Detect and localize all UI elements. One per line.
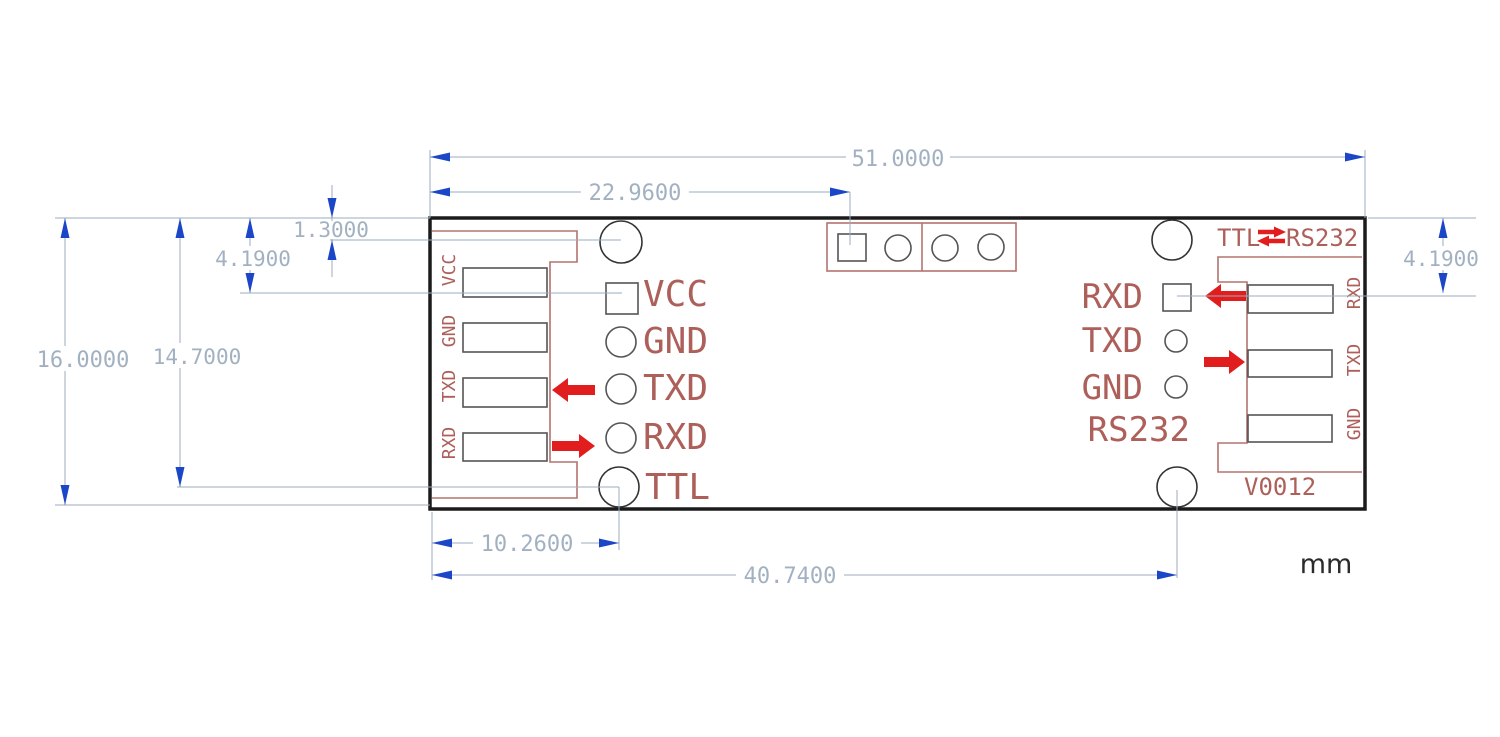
unit-label: mm bbox=[1300, 549, 1353, 580]
dimension-arrowheads bbox=[60, 152, 1448, 580]
pin-label-rxd: RXD bbox=[643, 417, 708, 458]
pin-label-rxd-right: RXD bbox=[1082, 277, 1143, 317]
signal-arrow-txd-left-icon bbox=[552, 378, 595, 402]
top-connector-pad-1-square bbox=[837, 233, 867, 262]
dim-hole-vertical-span-value: 14.7000 bbox=[153, 345, 242, 369]
signal-arrow-txd-out-icon bbox=[1204, 350, 1245, 374]
direction-label-ttl: TTL bbox=[1217, 224, 1260, 252]
extension-lines bbox=[55, 150, 1476, 580]
port-label-ttl: TTL bbox=[645, 467, 710, 508]
left-header-pad-4 bbox=[462, 432, 548, 462]
left-edge-pin-label-gnd: GND bbox=[439, 315, 460, 348]
top-connector-pad-2 bbox=[884, 234, 912, 262]
version-label: V0012 bbox=[1244, 473, 1316, 501]
dim-left-pad-row-offset-value: 4.1900 bbox=[215, 247, 291, 271]
right-header-pad-1 bbox=[1247, 284, 1334, 314]
top-connector-pad-4 bbox=[977, 233, 1005, 261]
dim-hole-top-inset-value: 1.3000 bbox=[293, 218, 369, 242]
left-header-pad-1 bbox=[462, 267, 548, 298]
direction-arrow-left-icon bbox=[1257, 235, 1285, 247]
right-edge-pin-label-txd: TXD bbox=[1344, 344, 1365, 377]
dim-hole-left-offset-value: 10.2600 bbox=[481, 532, 574, 557]
right-edge-pin-label-gnd: GND bbox=[1344, 408, 1365, 441]
right-header-silkscreen bbox=[1217, 256, 1362, 473]
pin-label-txd: TXD bbox=[643, 368, 708, 409]
pin-label-txd-right: TXD bbox=[1082, 321, 1143, 361]
gnd-pin-circle bbox=[605, 326, 637, 358]
left-edge-pin-label-txd: TXD bbox=[439, 370, 460, 403]
left-edge-pin-label-vcc: VCC bbox=[439, 254, 460, 287]
right-header-pad-2 bbox=[1247, 349, 1333, 378]
left-header-pad-3 bbox=[462, 377, 548, 408]
rxd-pin-circle bbox=[605, 422, 637, 454]
left-header-pad-2 bbox=[462, 322, 548, 353]
mounting-hole-top-left bbox=[599, 220, 643, 264]
direction-label-rs232: RS232 bbox=[1286, 224, 1358, 252]
pin-label-vcc: VCC bbox=[643, 274, 708, 315]
dim-board-width-value: 51.0000 bbox=[852, 147, 945, 172]
signal-arrow-rxd-right-icon bbox=[552, 434, 595, 458]
pin-label-gnd-right: GND bbox=[1082, 368, 1143, 408]
txd-right-pin-circle bbox=[1164, 329, 1188, 353]
right-edge-pin-label-rxd: RXD bbox=[1344, 277, 1365, 310]
left-header-silkscreen bbox=[432, 230, 578, 499]
dimension-text-backgrounds bbox=[26, 146, 1485, 586]
gnd-right-pin-circle bbox=[1164, 375, 1188, 399]
vcc-pin-square bbox=[605, 282, 639, 315]
mounting-hole-top-right bbox=[1151, 219, 1193, 261]
dim-top-pad-offset-value: 22.9600 bbox=[589, 181, 682, 206]
txd-pin-circle bbox=[605, 373, 637, 405]
port-label-rs232: RS232 bbox=[1088, 410, 1190, 450]
pin-label-gnd: GND bbox=[643, 321, 708, 362]
dim-board-height-value: 16.0000 bbox=[37, 348, 130, 373]
left-edge-pin-label-rxd: RXD bbox=[439, 427, 460, 460]
dim-hole-horizontal-span-value: 40.7400 bbox=[744, 564, 837, 589]
direction-arrow-right-icon bbox=[1258, 226, 1286, 238]
dim-right-pad-row-offset-value: 4.1900 bbox=[1403, 247, 1479, 271]
right-header-pad-3 bbox=[1247, 414, 1333, 443]
rxd-right-pin-square bbox=[1162, 283, 1192, 312]
top-connector-pad-3 bbox=[931, 234, 959, 262]
